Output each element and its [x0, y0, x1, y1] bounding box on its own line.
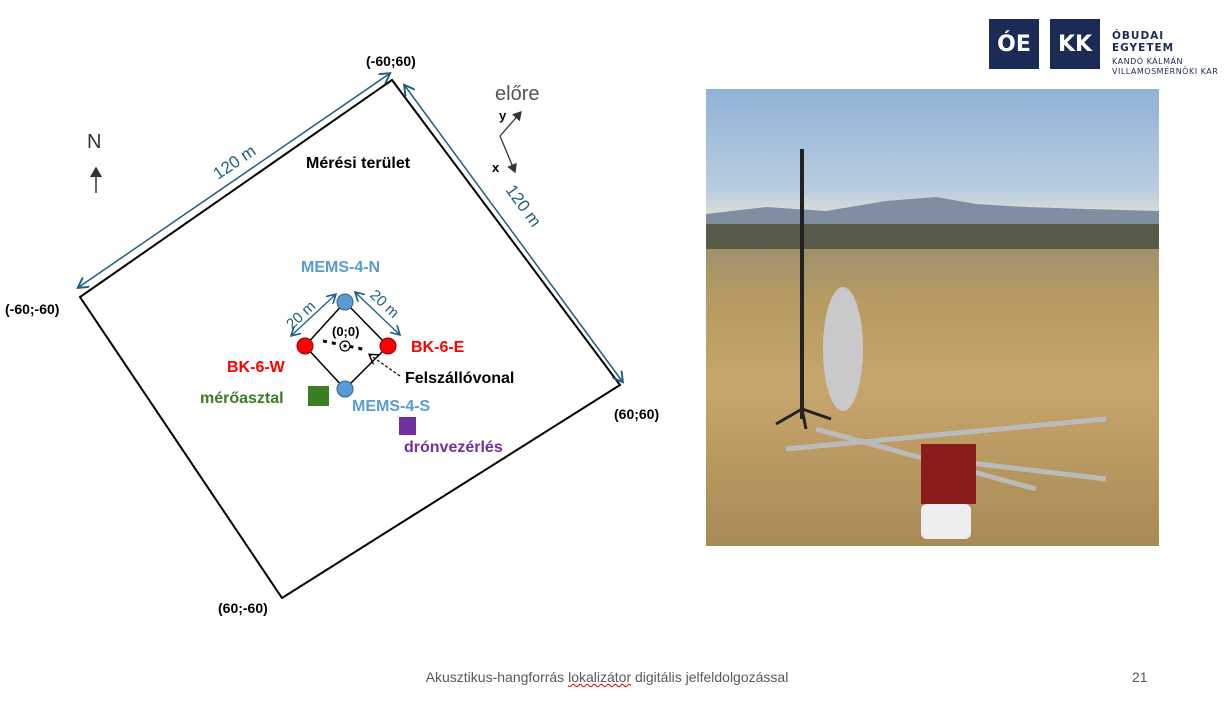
drone-bucket — [921, 504, 971, 539]
x-axis-arrow-icon — [499, 135, 517, 174]
tree-line — [706, 224, 1159, 249]
takeoff-line-label: Felszállóvonal — [405, 370, 514, 387]
corner-right-label: (60;60) — [614, 406, 659, 422]
dimension-arrow-120m-b — [405, 86, 622, 381]
takeoff-line — [322, 339, 368, 352]
dimension-arrow-20m-b — [356, 293, 399, 334]
footer-title-part-2: lokalizátor — [568, 669, 632, 685]
dimension-arrow-20m-a — [292, 295, 335, 335]
drone-body — [921, 444, 976, 504]
faculty-line-2: VILLAMOSMÉRNÖKI KAR — [1112, 67, 1219, 76]
y-axis-label: y — [499, 108, 507, 123]
mems-s-label: MEMS-4-S — [352, 398, 431, 415]
y-axis-arrow-icon — [499, 111, 522, 137]
logo-kk: KK — [1050, 19, 1100, 69]
mems-n-label: MEMS-4-N — [301, 259, 380, 276]
bk-e-label: BK-6-E — [411, 339, 465, 356]
measure-table-label: mérőasztal — [200, 390, 284, 407]
takeoff-pointer-arrow — [370, 355, 401, 377]
mic-stand-pole — [800, 149, 804, 419]
mems-s-sensor — [336, 380, 354, 398]
footer-title-part-3: digitális jelfeldolgozással — [631, 669, 789, 685]
area-label: Mérési terület — [306, 155, 411, 172]
field-photo-scene — [706, 149, 1159, 539]
logo-text: ÓBUDAI EGYETEM KANDÓ KÁLMÁN VILLAMOSMÉRN… — [1112, 30, 1229, 77]
corner-left-label: (-60;-60) — [5, 301, 59, 317]
slide-footer: Akusztikus-hangforrás lokalizátor digitá… — [0, 669, 1214, 685]
corner-bottom-label: (60;-60) — [218, 600, 268, 616]
page-number: 21 — [1132, 669, 1148, 685]
microphone-windshield — [823, 287, 863, 411]
footer-title-part-1: Akusztikus-hangforrás — [425, 669, 569, 685]
logo-oe: ÓE — [989, 19, 1039, 69]
dimension-arrow-120m-a — [79, 74, 389, 287]
measure-table-marker — [308, 386, 329, 406]
side-length-label-2: 120 m — [502, 181, 545, 230]
bk-w-sensor — [296, 337, 314, 355]
x-axis-label: x — [492, 160, 500, 175]
mountains — [706, 197, 1159, 229]
field-photo — [706, 89, 1159, 546]
bk-w-label: BK-6-W — [227, 359, 286, 376]
inner-side-label-2: 20 m — [366, 286, 402, 321]
drone-control-marker — [399, 417, 416, 435]
logo-kk-text: KK — [1057, 31, 1093, 57]
mems-n-sensor — [336, 293, 354, 311]
origin-label: (0;0) — [332, 324, 359, 339]
forward-label: előre — [495, 83, 539, 105]
corner-top-label: (-60;60) — [366, 53, 416, 69]
logo-oe-text: ÓE — [997, 31, 1031, 57]
university-name: ÓBUDAI EGYETEM — [1112, 30, 1175, 54]
bk-e-sensor — [379, 337, 397, 355]
faculty-line-1: KANDÓ KÁLMÁN — [1112, 57, 1183, 66]
north-label: N — [87, 131, 101, 153]
origin-dot — [343, 344, 347, 348]
drone-control-label: drónvezérlés — [404, 439, 503, 456]
mic-stand-legs — [775, 407, 832, 430]
